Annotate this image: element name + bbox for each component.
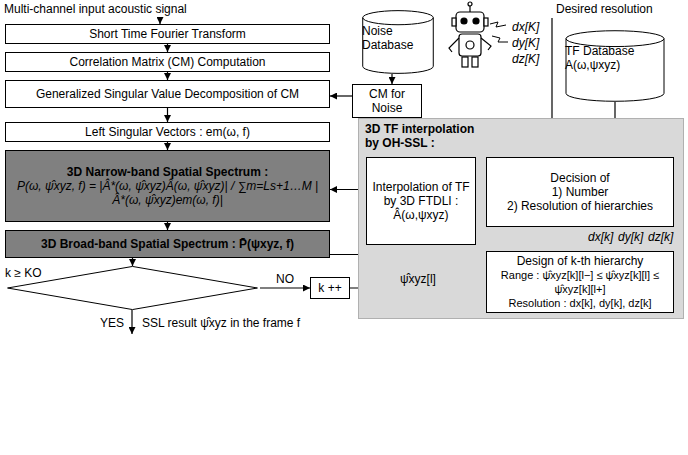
node-text: P(ω, ψ̂xyz, f) = |Â*(ω, ψ̂xyz)Â(ω, ψ̂xyz… bbox=[11, 179, 324, 207]
process-box: Interpolation of TF by 3D FTDLI :Â(ω,ψxy… bbox=[366, 157, 476, 245]
connector-arrow bbox=[391, 74, 392, 84]
node-heading: Decision of bbox=[550, 171, 609, 185]
text-label: Multi-channel input acoustic signal bbox=[4, 2, 187, 16]
resolution-symbol: dz[k] bbox=[648, 230, 673, 244]
resolution-symbol: dx[K] bbox=[512, 20, 539, 34]
node-heading: 3D Broad-band Spatial Spectrum : P̄(ψxyz… bbox=[41, 237, 294, 251]
process-box: Correlation Matrix (CM) Computation bbox=[5, 52, 330, 72]
output-arrow bbox=[131, 310, 132, 334]
text-label: YES bbox=[100, 316, 124, 330]
node-heading: CM for Noise bbox=[358, 87, 416, 115]
diamond-outline bbox=[5, 266, 260, 310]
node-heading: Short Time Fourier Transform bbox=[89, 27, 246, 41]
decision-diamond: k ≥ KO bbox=[5, 266, 260, 310]
node-text: Range : ψ̂xyz[k][l−] ≤ ψ̂xyz[k][l] ≤ ψ̂x… bbox=[492, 268, 668, 296]
process-box: Design of k-th hierarchyRange : ψ̂xyz[k]… bbox=[486, 251, 674, 313]
node-text: 1) Number bbox=[552, 185, 609, 199]
connector-arrow bbox=[167, 108, 168, 122]
resolution-symbol: dy[k] bbox=[618, 230, 643, 244]
database-cylinder: TF DatabaseA(ω,ψxyz) bbox=[565, 30, 665, 102]
process-box: Decision of1) Number2) Resolution of hie… bbox=[486, 157, 674, 227]
node-text: 2) Resolution of hierarchies bbox=[507, 199, 653, 213]
connector-arrow bbox=[167, 142, 168, 150]
resolution-symbol: dy[K] bbox=[512, 36, 539, 50]
node-heading: Generalized Singular Value Decomposition… bbox=[36, 87, 299, 101]
node-heading: Interpolation of TF by 3D FTDLI : bbox=[372, 180, 470, 208]
connector-arrow bbox=[132, 258, 133, 266]
signal-bolts bbox=[490, 22, 508, 42]
connector-arrow bbox=[167, 222, 168, 230]
resolution-symbol: dz[K] bbox=[512, 52, 539, 66]
outline bbox=[8, 266, 258, 309]
process-box: Short Time Fourier Transform bbox=[5, 24, 330, 44]
outline bbox=[566, 31, 664, 102]
process-box: CM for Noise bbox=[352, 84, 422, 118]
process-box: k ++ bbox=[310, 277, 350, 299]
edge-label: ψ̂xyz[l] bbox=[400, 272, 436, 286]
node-heading: Correlation Matrix (CM) Computation bbox=[69, 55, 265, 69]
resolution-symbol: dx[k] bbox=[588, 230, 613, 244]
node-text: Resolution : dx[k], dy[k], dz[k] bbox=[508, 296, 651, 310]
text-label: SSL result ψ̂xyz in the frame f bbox=[142, 316, 300, 330]
edge-label: NO bbox=[276, 272, 294, 286]
spectrum-box: 3D Broad-band Spatial Spectrum : P̄(ψxyz… bbox=[5, 230, 330, 258]
node-heading: 3D TF interpolation by OH-SSL : bbox=[365, 122, 490, 150]
interpolation-region: 3D TF interpolation by OH-SSL : Interpola… bbox=[358, 118, 684, 319]
node-heading: Noise Database bbox=[362, 24, 434, 52]
node-text: Â(ω,ψxyz) bbox=[393, 208, 448, 222]
spectrum-box: 3D Narrow-band Spatial Spectrum :P(ω, ψ̂… bbox=[5, 150, 330, 222]
database-cylinder: Noise Database bbox=[362, 10, 434, 74]
node-heading: 3D Narrow-band Spatial Spectrum : bbox=[67, 165, 268, 179]
connector-arrow bbox=[167, 72, 168, 80]
robot-illustration bbox=[449, 2, 491, 67]
connector-arrow bbox=[330, 95, 352, 96]
outline bbox=[363, 18, 434, 25]
node-heading: k ≥ KO bbox=[5, 266, 260, 280]
connector-arrow bbox=[167, 44, 168, 52]
node-text: A(ω,ψxyz) bbox=[565, 58, 665, 72]
outline bbox=[363, 11, 434, 74]
process-box: Left Singular Vectors : em(ω, f) bbox=[5, 122, 330, 142]
node-heading: Design of k-th hierarchy bbox=[517, 254, 644, 268]
process-box: Generalized Singular Value Decomposition… bbox=[5, 80, 330, 108]
node-heading: k ++ bbox=[318, 281, 341, 295]
node-heading: TF Database bbox=[565, 44, 665, 58]
node-heading: Left Singular Vectors : em(ω, f) bbox=[85, 125, 250, 139]
text-label: Desired resolution bbox=[556, 2, 653, 16]
connector-arrow bbox=[260, 287, 310, 288]
